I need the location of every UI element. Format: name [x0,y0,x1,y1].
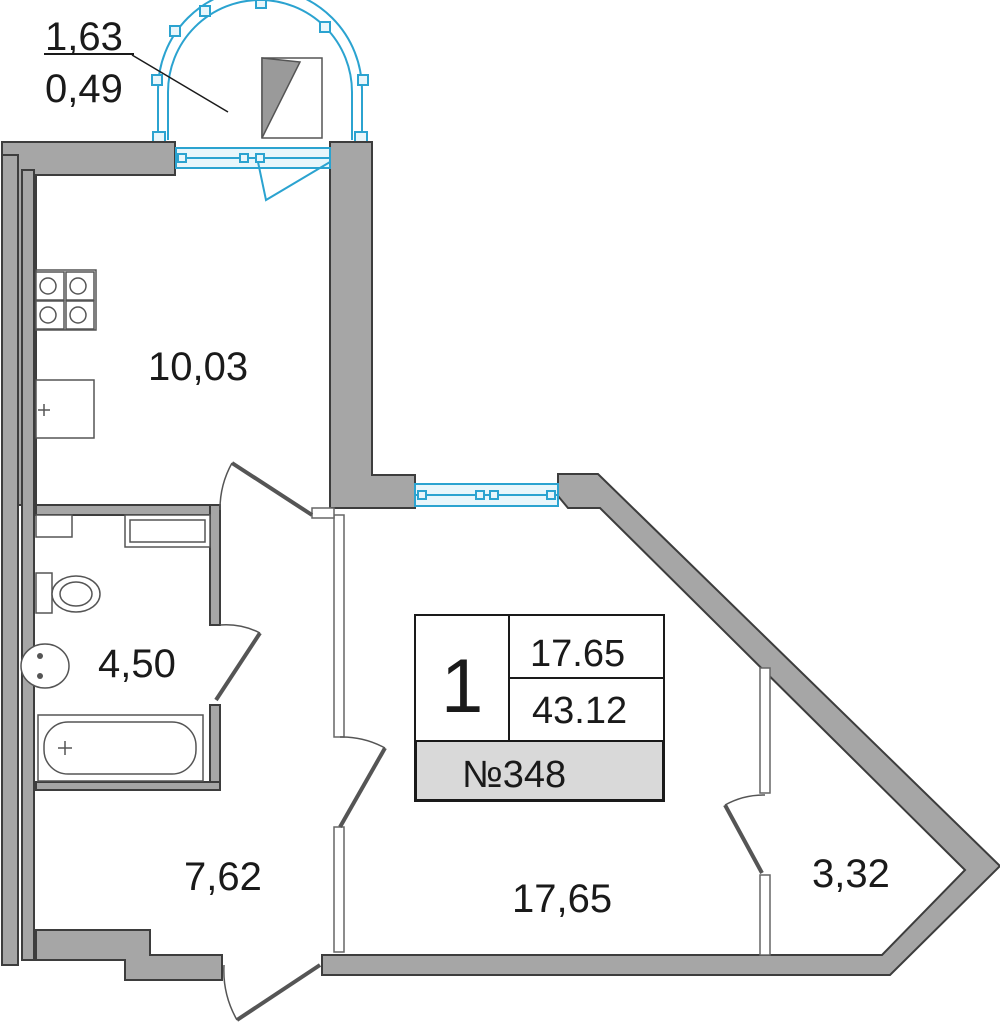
wall-bath-right-upper [209,504,221,626]
bathtub [37,714,204,782]
kitchen-sink [35,379,95,439]
balcony-leader-line [131,54,229,113]
room-area-storage: 3,32 [812,852,890,896]
room-area-living: 17,65 [512,877,612,921]
wall-bath-right-lower [209,704,221,791]
wall-left-inner [21,169,35,961]
window-kitchen [175,147,331,202]
doors [214,461,766,1022]
toilet [35,572,101,614]
living-area-value: 17.65 [530,633,625,675]
room-area-bathroom: 4,50 [98,642,176,686]
apartment-number-bg [415,740,664,801]
wall-diagonal-right [321,473,1000,976]
wall-bottom-left [35,929,223,981]
room-area-hall: 7,62 [184,855,262,899]
rooms-count: 1 [441,644,483,729]
balcony-area-reduced: 0,49 [45,67,123,111]
apartment-number: №348 [462,754,566,796]
partitions [311,507,771,956]
balcony-area-total: 1,63 [45,15,123,59]
washing-machine-shelf [35,514,211,548]
total-area-value: 43.12 [532,690,627,732]
window-living [414,483,559,507]
wall-left-outer [1,154,19,966]
room-area-kitchen: 10,03 [148,345,248,389]
balcony [151,0,369,143]
apartment-info-box: 1 17.65 43.12 №348 [414,614,665,802]
walls [1,141,1000,981]
stove [35,269,97,331]
wall-kitchen-right [329,141,416,509]
wall-kitchen-bath [35,504,221,516]
wall-bath-hall [35,781,221,791]
bathroom-sink [20,643,70,689]
